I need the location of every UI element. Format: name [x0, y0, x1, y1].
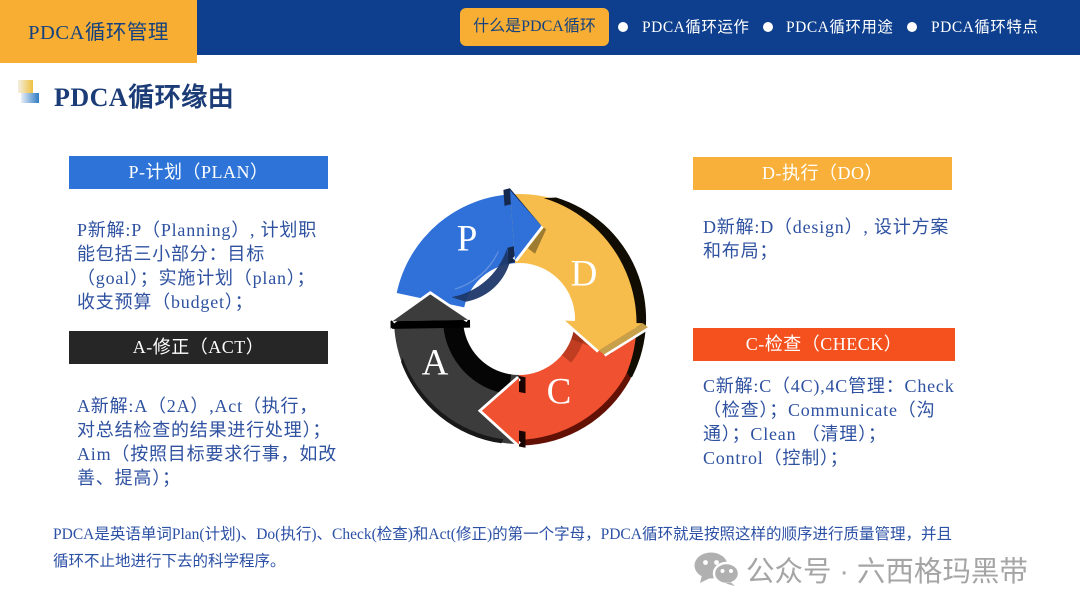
svg-text:C: C [547, 372, 572, 413]
svg-text:D: D [571, 254, 598, 295]
svg-text:A: A [422, 343, 449, 384]
svg-text:P: P [457, 219, 478, 260]
